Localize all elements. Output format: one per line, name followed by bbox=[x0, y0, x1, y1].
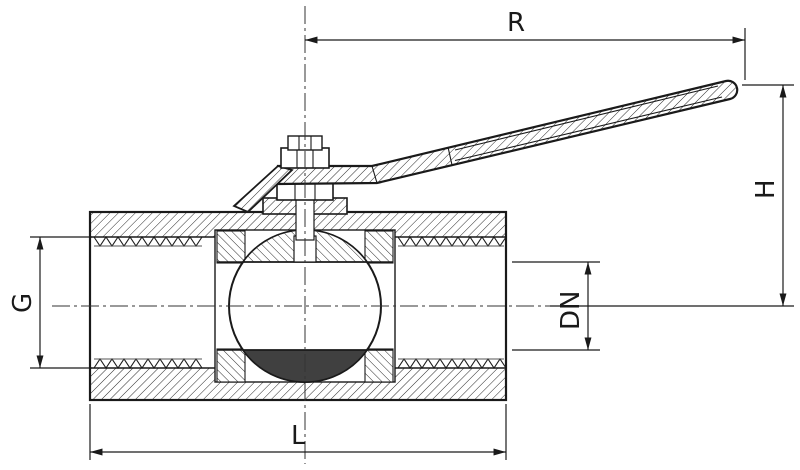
right-port-bore bbox=[395, 237, 506, 368]
centerlines bbox=[52, 6, 552, 464]
dimension-G: G bbox=[8, 236, 92, 369]
valve-seats bbox=[216, 230, 394, 383]
dimension-DN: DN bbox=[512, 261, 600, 351]
handle bbox=[232, 79, 739, 214]
dimension-r-label: R bbox=[507, 8, 525, 38]
dimension-L: L bbox=[89, 404, 507, 460]
right-port-threads bbox=[397, 236, 507, 369]
dimension-g-label: G bbox=[8, 293, 38, 313]
left-port-threads bbox=[93, 236, 203, 369]
stem-assembly bbox=[262, 179, 348, 241]
handle-lever bbox=[276, 79, 739, 186]
left-port-bore bbox=[90, 237, 215, 368]
handle-grip-bottom-line bbox=[454, 96, 723, 162]
handle-grip-top-line bbox=[454, 85, 719, 151]
dimension-R: R bbox=[305, 8, 746, 80]
dimension-dn-label: DN bbox=[556, 291, 586, 330]
handle-bend-line bbox=[371, 165, 378, 184]
dimension-l-label: L bbox=[291, 421, 306, 451]
dimension-h-label: H bbox=[751, 179, 781, 199]
handle-grip-end-line bbox=[447, 146, 453, 166]
